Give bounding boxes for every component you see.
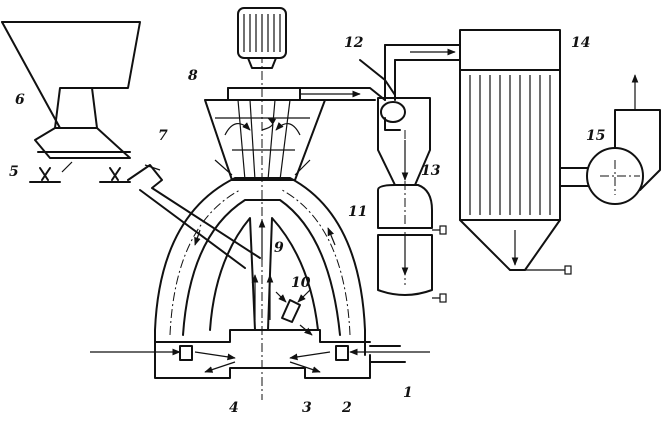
- bag-filter: [459, 29, 572, 275]
- label-2: 2: [341, 400, 352, 416]
- label-9: 9: [274, 240, 284, 256]
- grinding-chamber: [154, 177, 366, 356]
- classifier: [204, 7, 326, 181]
- jet-base: [90, 329, 430, 379]
- label-13: 13: [421, 163, 441, 179]
- label-8: 8: [188, 68, 198, 84]
- central-riser: [194, 20, 336, 400]
- vibratory-feeder: [29, 127, 131, 183]
- label-1: 1: [403, 385, 413, 401]
- label-6: 6: [15, 92, 25, 108]
- label-12: 12: [344, 35, 364, 51]
- label-15: 15: [586, 128, 605, 144]
- outlet-duct: [227, 44, 461, 101]
- label-3: 3: [302, 400, 312, 416]
- cyclone: [377, 97, 447, 303]
- label-14: 14: [571, 35, 590, 51]
- label-7: 7: [158, 128, 168, 144]
- feed-hopper: [1, 21, 141, 129]
- label-5: 5: [9, 164, 19, 180]
- label-10: 10: [291, 275, 311, 291]
- label-11: 11: [348, 204, 367, 220]
- label-4: 4: [229, 400, 239, 416]
- deflector: [275, 289, 313, 336]
- exhaust-fan: [559, 74, 661, 205]
